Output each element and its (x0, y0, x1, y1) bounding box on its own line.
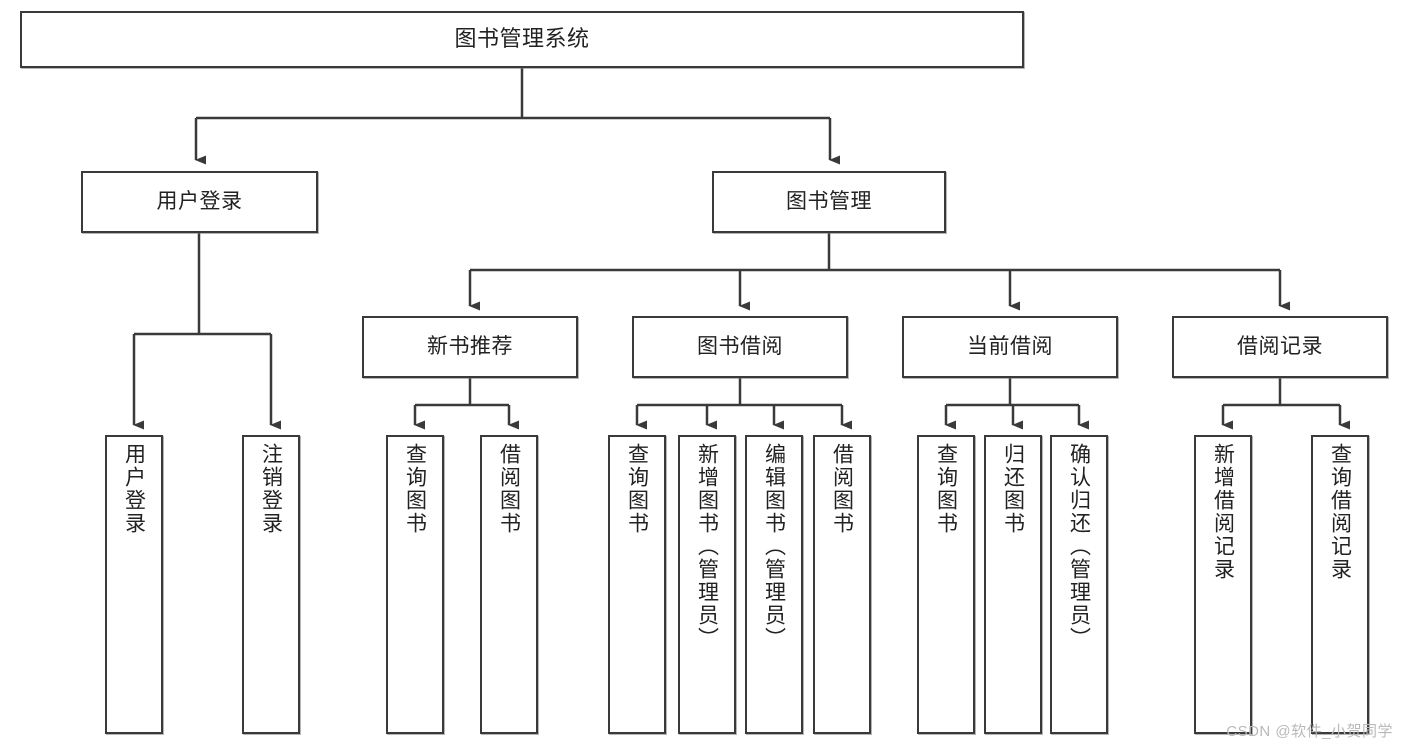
node-label: 查询图书 (625, 443, 649, 535)
node-label: 确认归还（管理员） (1067, 443, 1091, 650)
leaf-query-book-recommend[interactable]: 查询图书 (386, 435, 444, 734)
node-book-manage[interactable]: 图书管理 (712, 171, 946, 233)
node-current-borrow[interactable]: 当前借阅 (902, 316, 1118, 378)
node-root-system[interactable]: 图书管理系统 (20, 11, 1024, 68)
watermark: CSDN @软件_小贺同学 (1226, 723, 1393, 740)
node-label: 新增图书（管理员） (695, 443, 719, 650)
node-label: 图书借阅 (697, 335, 783, 359)
leaf-confirm-return[interactable]: 确认归还（管理员） (1050, 435, 1108, 734)
node-label: 归还图书 (1001, 443, 1025, 535)
leaf-add-borrow-record[interactable]: 新增借阅记录 (1194, 435, 1252, 734)
node-book-borrow[interactable]: 图书借阅 (632, 316, 848, 378)
leaf-user-login[interactable]: 用户登录 (105, 435, 163, 734)
leaf-edit-book[interactable]: 编辑图书（管理员） (745, 435, 803, 734)
node-borrow-record[interactable]: 借阅记录 (1172, 316, 1388, 378)
node-label: 编辑图书（管理员） (762, 443, 786, 650)
node-user-login[interactable]: 用户登录 (81, 171, 318, 233)
leaf-borrow-book[interactable]: 借阅图书 (813, 435, 871, 734)
node-label: 用户登录 (122, 443, 146, 535)
node-label: 新增借阅记录 (1211, 443, 1235, 581)
node-label: 图书管理 (786, 190, 872, 214)
node-label: 图书管理系统 (454, 26, 590, 52)
leaf-query-book-borrow[interactable]: 查询图书 (608, 435, 666, 734)
node-label: 用户登录 (156, 190, 243, 214)
node-label: 当前借阅 (967, 335, 1053, 359)
node-label: 查询图书 (934, 443, 958, 535)
node-label: 借阅记录 (1237, 335, 1323, 359)
leaf-query-borrow-record[interactable]: 查询借阅记录 (1311, 435, 1369, 734)
node-label: 新书推荐 (427, 335, 513, 359)
leaf-logout-login[interactable]: 注销登录 (242, 435, 300, 734)
node-new-book-recommend[interactable]: 新书推荐 (362, 316, 578, 378)
node-label: 查询借阅记录 (1328, 443, 1352, 581)
leaf-borrow-book-recommend[interactable]: 借阅图书 (480, 435, 538, 734)
leaf-query-book-current[interactable]: 查询图书 (917, 435, 975, 734)
node-label: 注销登录 (259, 443, 283, 535)
node-label: 查询图书 (403, 443, 427, 535)
leaf-add-book[interactable]: 新增图书（管理员） (678, 435, 736, 734)
leaf-return-book[interactable]: 归还图书 (984, 435, 1042, 734)
node-label: 借阅图书 (497, 443, 521, 535)
node-label: 借阅图书 (830, 443, 854, 535)
